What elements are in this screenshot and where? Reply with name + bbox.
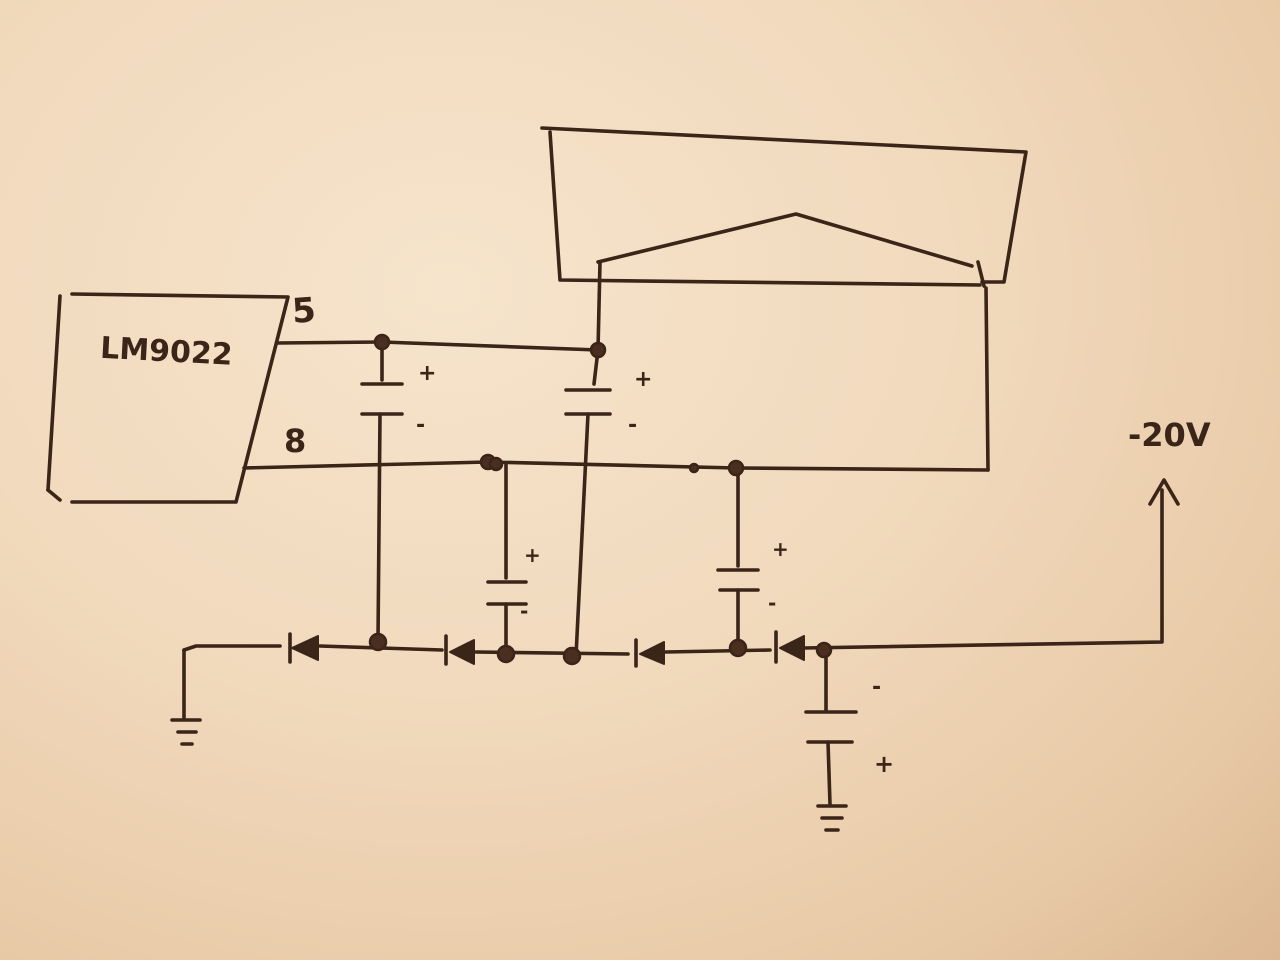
ic-label: LM9022 (99, 331, 233, 373)
capacitor-c3: + - (486, 462, 541, 656)
upper-wires (242, 260, 990, 472)
svg-text:+: + (418, 361, 436, 386)
svg-text:+: + (634, 367, 652, 392)
svg-text:-: - (768, 591, 776, 615)
svg-text:-: - (416, 413, 425, 438)
diode-d3 (634, 638, 665, 668)
svg-text:+: + (524, 543, 541, 567)
bottom-rail (182, 488, 1164, 720)
ground-symbol-left (170, 718, 202, 746)
capacitor-c5: - + (804, 648, 894, 806)
diode-d1 (288, 632, 319, 664)
output-arrow (1148, 478, 1180, 506)
ic-block: LM9022 5 8 (46, 290, 317, 504)
output-voltage-label: -20V (1128, 416, 1211, 454)
ground-symbol-right (816, 804, 848, 832)
svg-text:+: + (874, 750, 894, 778)
svg-text:-: - (872, 675, 881, 700)
svg-text:+: + (772, 537, 789, 561)
pin-8-label: 8 (284, 422, 306, 460)
capacitor-c2: + - (564, 348, 652, 658)
junction-nodes (368, 333, 833, 666)
svg-text:-: - (628, 413, 637, 438)
diode-d2 (444, 634, 475, 666)
heater-element (540, 126, 1028, 288)
capacitor-c4: + - (716, 466, 789, 650)
svg-text:-: - (520, 599, 528, 623)
pin-5-label: 5 (291, 290, 317, 332)
capacitor-c1: + - (360, 340, 436, 642)
diode-d4 (774, 630, 805, 664)
